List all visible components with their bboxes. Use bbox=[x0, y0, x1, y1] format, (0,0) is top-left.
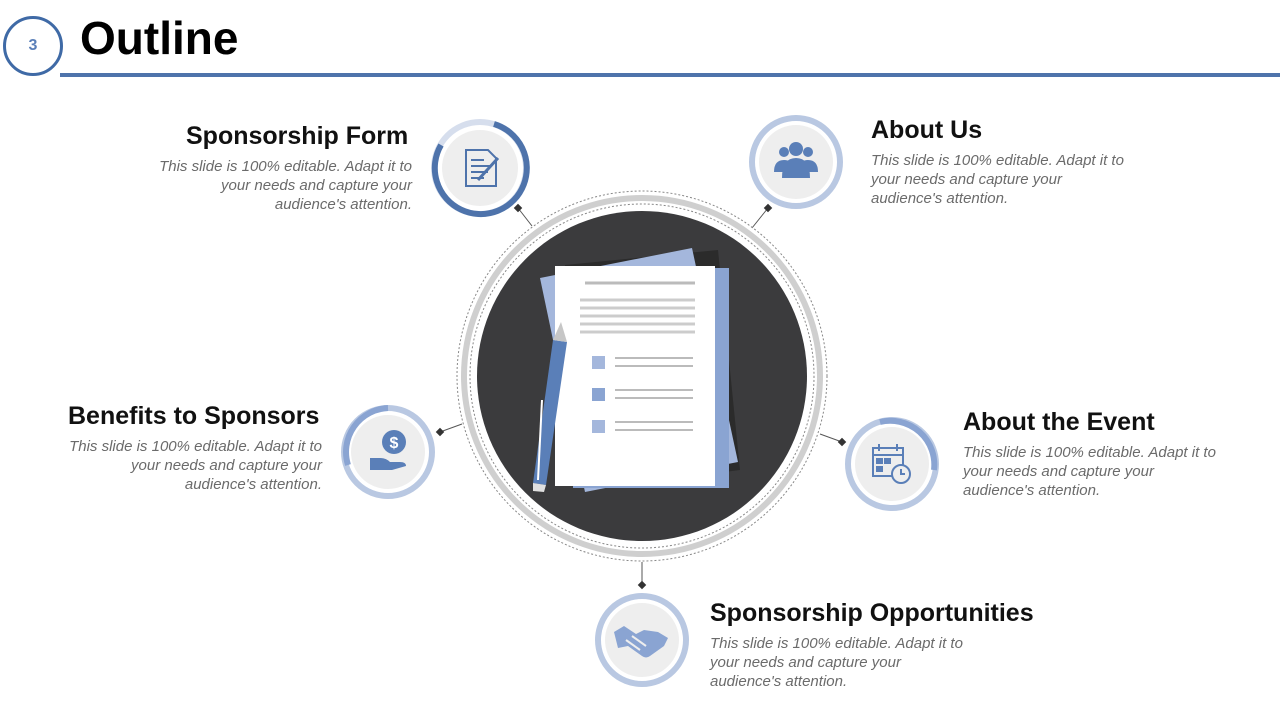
item-heading-sponsorship-form: Sponsorship Form bbox=[186, 122, 409, 150]
title-underline bbox=[60, 73, 1280, 77]
item-description-opportunities: This slide is 100% editable. Adapt it to… bbox=[710, 635, 963, 690]
item-description-benefits: This slide is 100% editable. Adapt it to… bbox=[69, 438, 322, 493]
slide-number: 3 bbox=[3, 16, 63, 76]
opportunities-badge bbox=[595, 593, 689, 687]
money-hand-icon: $ bbox=[370, 430, 406, 470]
svg-text:$: $ bbox=[390, 435, 399, 452]
team-icon bbox=[774, 142, 818, 178]
benefits-badge: $ bbox=[341, 405, 435, 499]
page-title: Outline bbox=[80, 12, 239, 64]
sponsorship-form-badge bbox=[431, 119, 530, 218]
handshake-icon bbox=[614, 626, 668, 658]
item-heading-benefits: Benefits to Sponsors bbox=[68, 402, 320, 430]
about-event-badge bbox=[845, 417, 939, 511]
item-description-about-us: This slide is 100% editable. Adapt it to… bbox=[871, 152, 1124, 207]
item-description-sponsorship-form: This slide is 100% editable. Adapt it to… bbox=[159, 158, 412, 213]
item-heading-about-event: About the Event bbox=[963, 408, 1155, 436]
about-us-badge bbox=[749, 115, 843, 209]
item-description-about-event: This slide is 100% editable. Adapt it to… bbox=[963, 444, 1216, 499]
calendar-clock-icon bbox=[872, 444, 911, 484]
item-heading-about-us: About Us bbox=[871, 116, 983, 144]
item-heading-opportunities: Sponsorship Opportunities bbox=[710, 599, 1034, 627]
documents-pen-icon bbox=[533, 248, 740, 492]
connector-lines bbox=[439, 207, 843, 585]
form-icon bbox=[465, 149, 500, 187]
